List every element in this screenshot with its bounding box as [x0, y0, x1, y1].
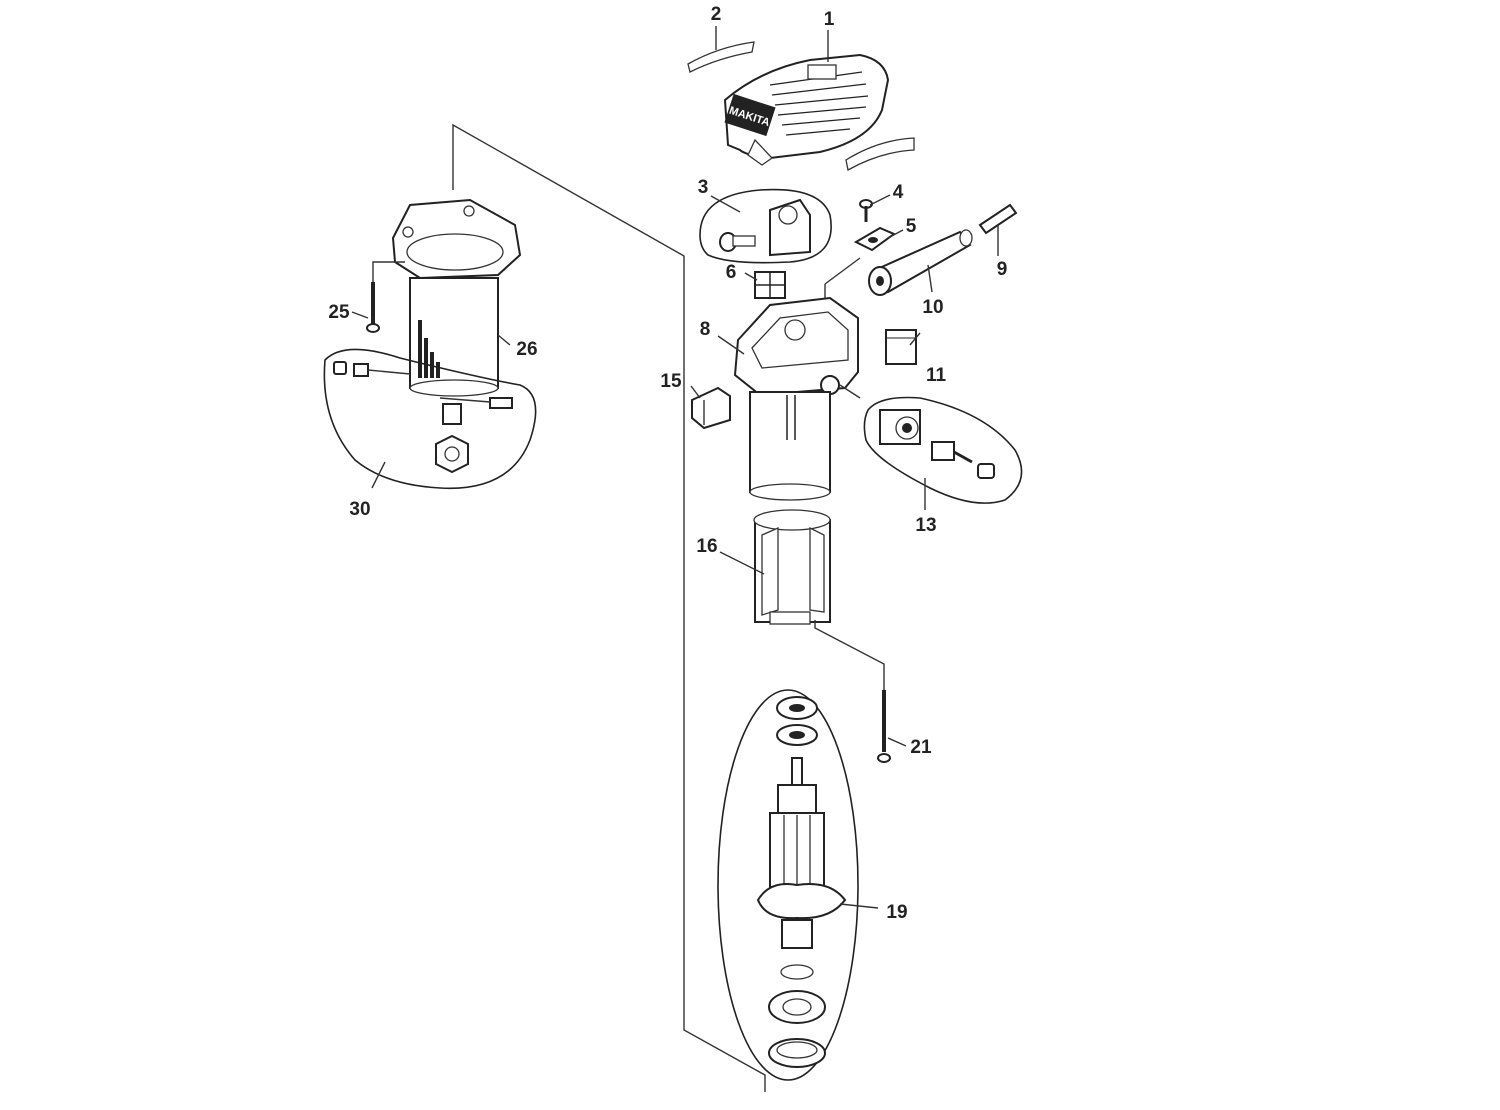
label-part-13: 13	[915, 515, 936, 536]
part-8-housing	[733, 296, 859, 501]
assembly-line	[452, 123, 766, 1092]
part-2-shim	[687, 41, 915, 172]
part-number-labels: 2 1 3 4 5 6 9 10 8 11 15 13 16 21 19 25 …	[328, 4, 1007, 923]
label-part-15: 15	[660, 371, 682, 392]
part-16-stator	[753, 509, 831, 625]
leader-lines	[351, 26, 999, 909]
label-part-1: 1	[824, 9, 835, 30]
part-13-group-outline	[863, 396, 1023, 504]
part-21-screw	[877, 690, 891, 763]
part-6-terminal-block	[754, 271, 786, 299]
label-part-30: 30	[349, 499, 370, 520]
part-13-brush-holder	[879, 409, 921, 445]
part-30-group-outline	[323, 348, 537, 490]
part-21-leader-path	[814, 620, 885, 690]
part-13-carbon-brush	[931, 441, 995, 479]
part-5-plate	[853, 226, 897, 252]
part-25-leader-path	[372, 261, 405, 282]
part-10-strain-relief	[868, 229, 973, 296]
part-25-screw	[366, 282, 380, 333]
part-3-bracket	[769, 198, 811, 257]
part-3-pin	[719, 232, 756, 252]
part-9-sleeve	[978, 203, 1018, 235]
label-part-3: 3	[698, 177, 709, 198]
label-part-10: 10	[922, 297, 943, 318]
label-part-21: 21	[910, 737, 932, 758]
part-4-screw	[859, 199, 873, 222]
label-part-4: 4	[893, 182, 904, 203]
label-part-2: 2	[711, 4, 722, 25]
label-part-25: 25	[328, 302, 350, 323]
label-part-5: 5	[906, 216, 917, 237]
label-part-9: 9	[997, 259, 1008, 280]
label-part-6: 6	[726, 262, 737, 283]
part-30-components	[333, 361, 513, 474]
part-26-base	[391, 198, 522, 397]
label-part-16: 16	[696, 536, 717, 557]
label-part-19: 19	[886, 902, 907, 923]
part-19-armature	[756, 696, 847, 1068]
label-part-26: 26	[516, 339, 537, 360]
part-15-switch	[691, 386, 731, 430]
part-3-group-outline	[699, 188, 832, 264]
part-11-brush	[885, 329, 917, 365]
label-part-11: 11	[926, 365, 947, 386]
part-1-motor-cover: MAKITA	[723, 53, 890, 166]
part-19-group-outline	[717, 689, 859, 1081]
label-part-8: 8	[700, 319, 711, 340]
